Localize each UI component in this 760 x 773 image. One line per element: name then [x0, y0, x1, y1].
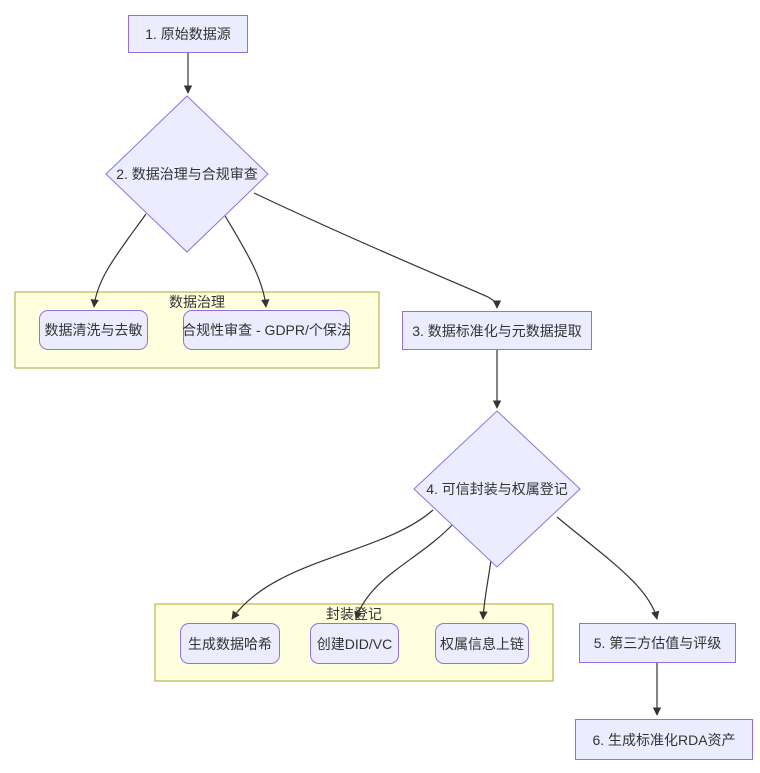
node-third-party-valuation-rating: 5. 第三方估值与评级: [579, 623, 736, 663]
decision-governance-compliance-review-label: 2. 数据治理与合规审查: [116, 166, 258, 182]
edge-trusted-packaging-to-valuation: [556, 516, 660, 620]
edge-trusted-packaging-to-rights-on-chain: [479, 559, 492, 620]
edge-trusted-packaging-to-data-hash: [231, 509, 434, 620]
edge-trusted-packaging-to-did-vc: [354, 521, 456, 620]
subgraph-label-packaging-registration: 封装登记: [326, 606, 382, 622]
edge-governance-review-to-compliance-review: [223, 213, 270, 308]
node-rights-info-on-chain: 权属信息上链: [435, 623, 529, 664]
node-raw-data-source: 1. 原始数据源: [128, 15, 248, 53]
decision-trusted-packaging-rights-registration-shape: [413, 410, 581, 568]
node-generate-standardized-rda-asset: 6. 生成标准化RDA资产: [575, 719, 753, 760]
node-compliance-review-gdpr: 合规性审查 - GDPR/个保法: [182, 310, 351, 350]
edge-governance-review-to-standardization: [253, 192, 502, 309]
node-data-cleaning-desensitization: 数据清洗与去敏: [39, 310, 148, 350]
node-generate-data-hash: 生成数据哈希: [180, 623, 280, 664]
subgraph-label-data-governance: 数据治理: [169, 294, 225, 310]
edge-governance-review-to-data-cleaning: [90, 213, 147, 308]
decision-trusted-packaging-rights-registration-label: 4. 可信封装与权属登记: [426, 481, 568, 497]
decision-governance-compliance-review-shape: [105, 95, 269, 253]
node-create-did-vc: 创建DID/VC: [310, 623, 399, 664]
node-standardization-metadata-extraction: 3. 数据标准化与元数据提取: [402, 311, 592, 350]
